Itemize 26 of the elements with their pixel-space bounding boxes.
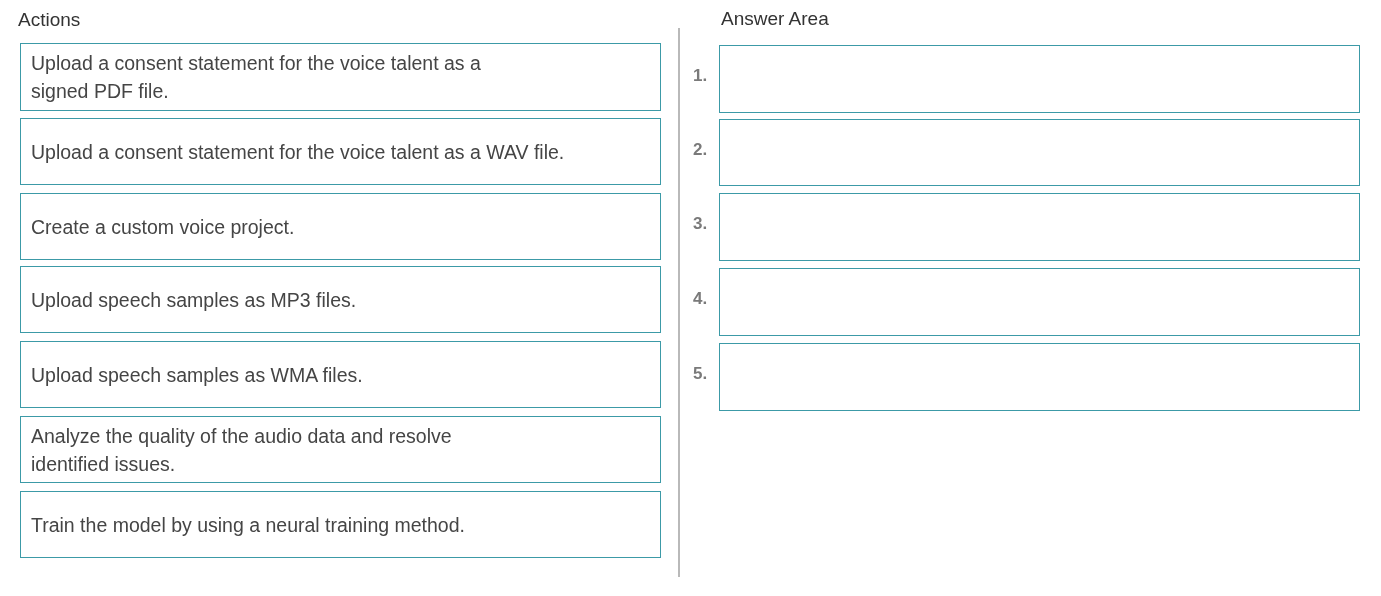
- action-text: Create a custom voice project.: [30, 214, 295, 240]
- action-card: [20, 193, 661, 260]
- answer-box: [719, 193, 1360, 261]
- action-card: [20, 118, 661, 185]
- action-text: Upload speech samples as WMA files.: [30, 362, 363, 388]
- answer-box: [719, 119, 1360, 186]
- action-card: [20, 341, 661, 408]
- action-text: Analyze the quality of the audio data and resolve identified issues.: [30, 423, 453, 477]
- section-heading: Answer Area: [721, 8, 829, 30]
- step-number: 2.: [693, 139, 708, 160]
- action-card: [20, 43, 661, 111]
- action-card: [20, 416, 661, 483]
- section-heading: Actions: [18, 9, 81, 31]
- action-text: Upload a consent statement for the voice talent as a WAV file.: [30, 139, 565, 165]
- answer-box: [719, 268, 1360, 336]
- answer-box: [719, 343, 1360, 411]
- answer-box: [719, 45, 1360, 113]
- step-number: 4.: [693, 289, 708, 309]
- step-number: 3.: [693, 214, 708, 234]
- action-text: Upload a consent statement for the voice talent as a signed PDF file.: [30, 51, 482, 104]
- action-text: Upload speech samples as MP3 files.: [30, 287, 357, 313]
- action-card: [20, 266, 661, 333]
- action-text: Train the model by using a neural training method.: [30, 512, 465, 538]
- action-card: [20, 491, 661, 558]
- step-number: 1.: [693, 66, 708, 86]
- step-number: 5.: [693, 364, 708, 384]
